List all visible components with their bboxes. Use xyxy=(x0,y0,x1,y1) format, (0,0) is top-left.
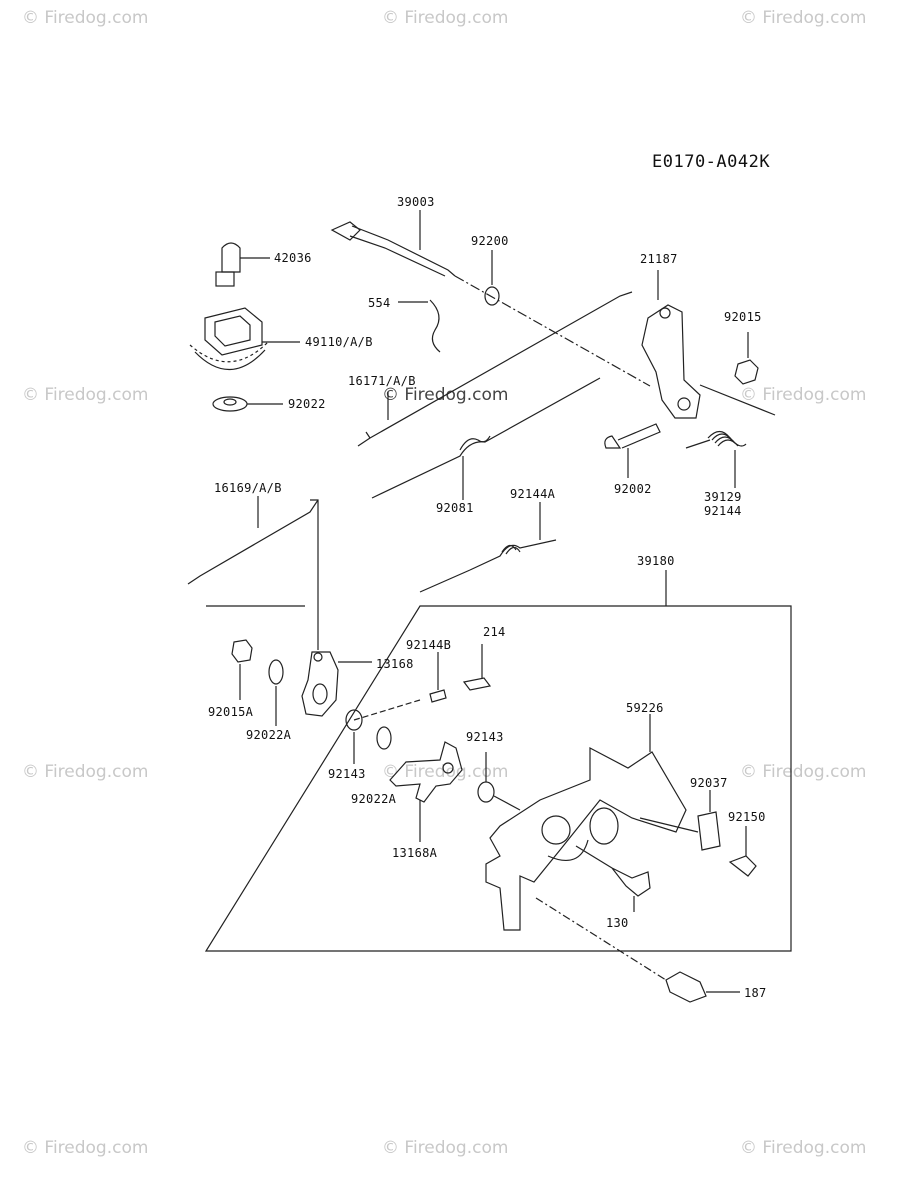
part-label: 92015A xyxy=(208,705,254,719)
part-label: 21187 xyxy=(640,252,678,266)
part-label: 16169/A/B xyxy=(214,481,282,495)
part-label: 187 xyxy=(744,986,767,1000)
part-label: 92143 xyxy=(328,767,366,781)
watermark: © Firedog.com xyxy=(22,762,149,782)
watermark: © Firedog.com xyxy=(740,762,867,782)
watermark: © Firedog.com xyxy=(22,8,149,28)
part-label: 92144A xyxy=(510,487,556,501)
part-label: 16171/A/B xyxy=(348,374,416,388)
part-label: 554 xyxy=(368,296,391,310)
watermark: © Firedog.com xyxy=(740,8,867,28)
part-label: 92200 xyxy=(471,234,509,248)
part-label: 92143 xyxy=(466,730,504,744)
part-label: 92081 xyxy=(436,501,474,515)
part-label: 39180 xyxy=(637,554,675,568)
part-label: 59226 xyxy=(626,701,664,715)
part-label: 214 xyxy=(483,625,506,639)
diagram-code: E0170-A042K xyxy=(652,152,771,172)
watermark: © Firedog.com xyxy=(740,385,867,405)
part-label: 42036 xyxy=(274,251,312,265)
part-label: 92022 xyxy=(288,397,326,411)
watermark: © Firedog.com xyxy=(22,1138,149,1158)
part-label: 39003 xyxy=(397,195,435,209)
watermark: © Firedog.com xyxy=(382,1138,509,1158)
watermark: © Firedog.com xyxy=(382,8,509,28)
part-label: 92022A xyxy=(351,792,397,806)
part-label: 92144B xyxy=(406,638,452,652)
part-label: 92150 xyxy=(728,810,766,824)
part-label: 92015 xyxy=(724,310,762,324)
watermark: © Firedog.com xyxy=(22,385,149,405)
part-label: 13168 xyxy=(376,657,414,671)
part-label: 39129 xyxy=(704,490,742,504)
part-label: 92002 xyxy=(614,482,652,496)
part-label: 92037 xyxy=(690,776,728,790)
watermark: © Firedog.com xyxy=(740,1138,867,1158)
part-label: 49110/A/B xyxy=(305,335,373,349)
part-label: 130 xyxy=(606,916,629,930)
part-label: 92144 xyxy=(704,504,742,518)
part-label: 13168A xyxy=(392,846,438,860)
part-label: 92022A xyxy=(246,728,292,742)
